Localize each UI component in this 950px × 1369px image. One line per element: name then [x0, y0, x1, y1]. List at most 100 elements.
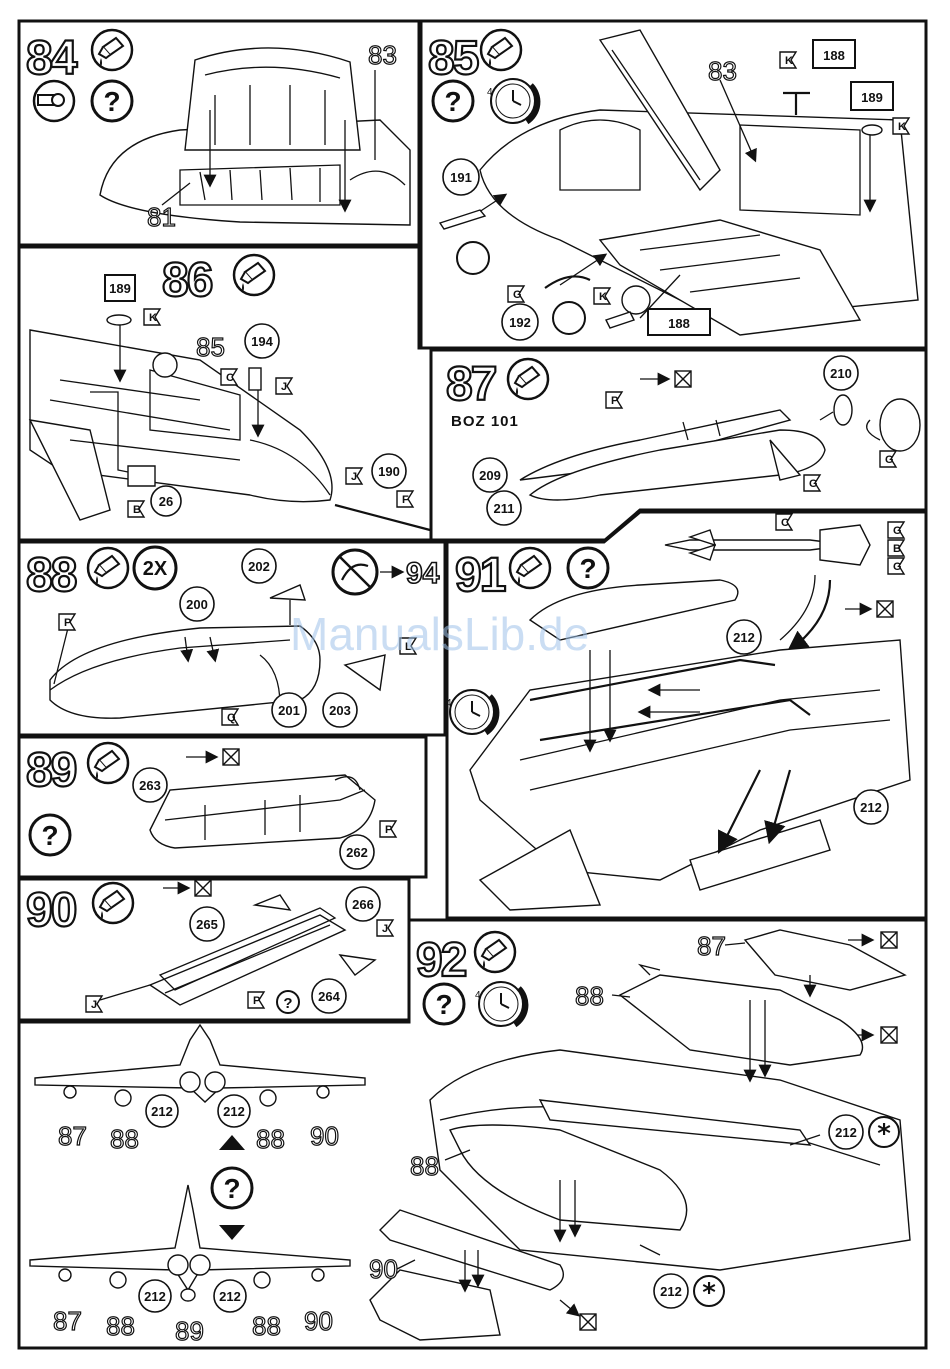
nose-drawing: [30, 315, 430, 530]
part-212: 212: [835, 1125, 857, 1140]
svg-text:G: G: [885, 454, 894, 466]
step-89: 89 263 262 P: [26, 743, 396, 869]
part-265: 265: [196, 917, 218, 932]
svg-text:90: 90: [310, 1121, 339, 1151]
question-icon: [92, 81, 132, 121]
missile-drawing: [665, 525, 870, 565]
svg-text:212: 212: [144, 1289, 166, 1304]
part-212b: 212: [660, 1284, 682, 1299]
crossed-square-icon: [223, 749, 239, 765]
svg-text:G: G: [513, 289, 522, 301]
svg-text:2X: 2X: [143, 558, 168, 580]
svg-text:*: *: [702, 1278, 716, 1308]
part-192: 192: [509, 315, 531, 330]
svg-text:J: J: [351, 471, 357, 483]
part-90: 90: [369, 1254, 398, 1284]
part-190: 190: [378, 464, 400, 479]
question-icon: [30, 815, 70, 855]
step-number: 89: [26, 744, 76, 797]
pod-drawing: [520, 395, 920, 500]
step-number: 85: [428, 32, 479, 85]
crossed-square-icon: [580, 1314, 596, 1330]
step-90: 90 265 266 264 J J P ?: [26, 880, 393, 1013]
question-icon: [568, 548, 608, 588]
glue-tube-icon: [481, 30, 521, 70]
part-200: 200: [186, 597, 208, 612]
glue-tube-icon: [475, 932, 515, 972]
part-266: 266: [352, 897, 374, 912]
part-212b: 212: [860, 800, 882, 815]
svg-text:94: 94: [406, 557, 440, 590]
svg-text:B: B: [133, 504, 141, 516]
svg-text:88: 88: [252, 1311, 281, 1341]
svg-text:212: 212: [219, 1289, 241, 1304]
svg-text:88: 88: [256, 1124, 285, 1154]
svg-text:88: 88: [110, 1124, 139, 1154]
part-88b: 88: [410, 1151, 439, 1181]
rotate-icon: [457, 242, 489, 274]
glue-tube-icon: [92, 30, 132, 70]
center-question-icon: [212, 1135, 252, 1240]
part-87: 87: [697, 931, 726, 961]
svg-text:P: P: [253, 995, 260, 1007]
part-201: 201: [278, 703, 300, 718]
svg-text:212: 212: [151, 1104, 173, 1119]
step-91: 91 212 2: [446, 514, 910, 910]
step-87: 87 BOZ 101 210 209 211 P G G: [446, 356, 920, 525]
asterisk-icon: *: [694, 1276, 724, 1308]
crossed-square-icon: [881, 1027, 897, 1043]
svg-text:?: ?: [283, 995, 292, 1012]
part-264: 264: [318, 989, 340, 1004]
crossed-square-icon: [877, 601, 893, 617]
svg-text:87: 87: [53, 1306, 82, 1336]
part-188b: 188: [668, 316, 690, 331]
svg-text:89: 89: [175, 1316, 204, 1346]
svg-text:G: G: [809, 478, 818, 490]
part-85: 85: [196, 332, 225, 362]
svg-text:B: B: [893, 543, 901, 555]
svg-text:K: K: [599, 291, 607, 303]
glue-tube-icon: [234, 255, 274, 295]
glue-tube-icon: [508, 359, 548, 399]
part-83: 83: [368, 40, 397, 70]
part-194: 194: [251, 334, 273, 349]
question-icon: [424, 984, 464, 1024]
part-209: 209: [479, 468, 501, 483]
svg-text:*: *: [877, 1119, 891, 1149]
glue-tube-icon: [88, 743, 128, 783]
svg-text:212: 212: [223, 1104, 245, 1119]
svg-text:J: J: [281, 381, 287, 393]
crossed-square-icon: [675, 371, 691, 387]
step-92: 92: [369, 930, 910, 1340]
step-number: 86: [162, 254, 212, 307]
svg-text:88: 88: [106, 1311, 135, 1341]
pod-label: BOZ 101: [451, 413, 519, 430]
step-number: 90: [26, 884, 76, 937]
part-210: 210: [830, 366, 852, 381]
drying-clock-icon: [487, 79, 538, 123]
rotate-icon: [553, 302, 585, 334]
part-202: 202: [248, 559, 270, 574]
svg-text:G: G: [893, 561, 902, 573]
part-189: 189: [861, 90, 883, 105]
front-view-bottom: 87 88 212 89 212 88 90: [30, 1185, 350, 1346]
step-number: 92: [416, 934, 466, 987]
svg-text:90: 90: [304, 1306, 333, 1336]
goto-step-icon: [333, 550, 377, 594]
glue-tube-icon: [93, 883, 133, 923]
step-number: 88: [26, 549, 77, 602]
part-212: 212: [733, 630, 755, 645]
glue-tube-icon: [88, 548, 128, 588]
svg-text:G: G: [893, 525, 902, 537]
part-262: 262: [346, 845, 368, 860]
svg-text:87: 87: [58, 1121, 87, 1151]
step-number: 91: [455, 549, 506, 602]
svg-text:K: K: [149, 312, 157, 324]
glue-tube-icon: [510, 548, 550, 588]
drying-clock-icon: [475, 982, 526, 1026]
step-85: 85 83 188 189: [428, 30, 918, 340]
step-number: 84: [26, 32, 78, 85]
crossed-square-icon: [881, 932, 897, 948]
svg-text:J: J: [382, 923, 388, 935]
